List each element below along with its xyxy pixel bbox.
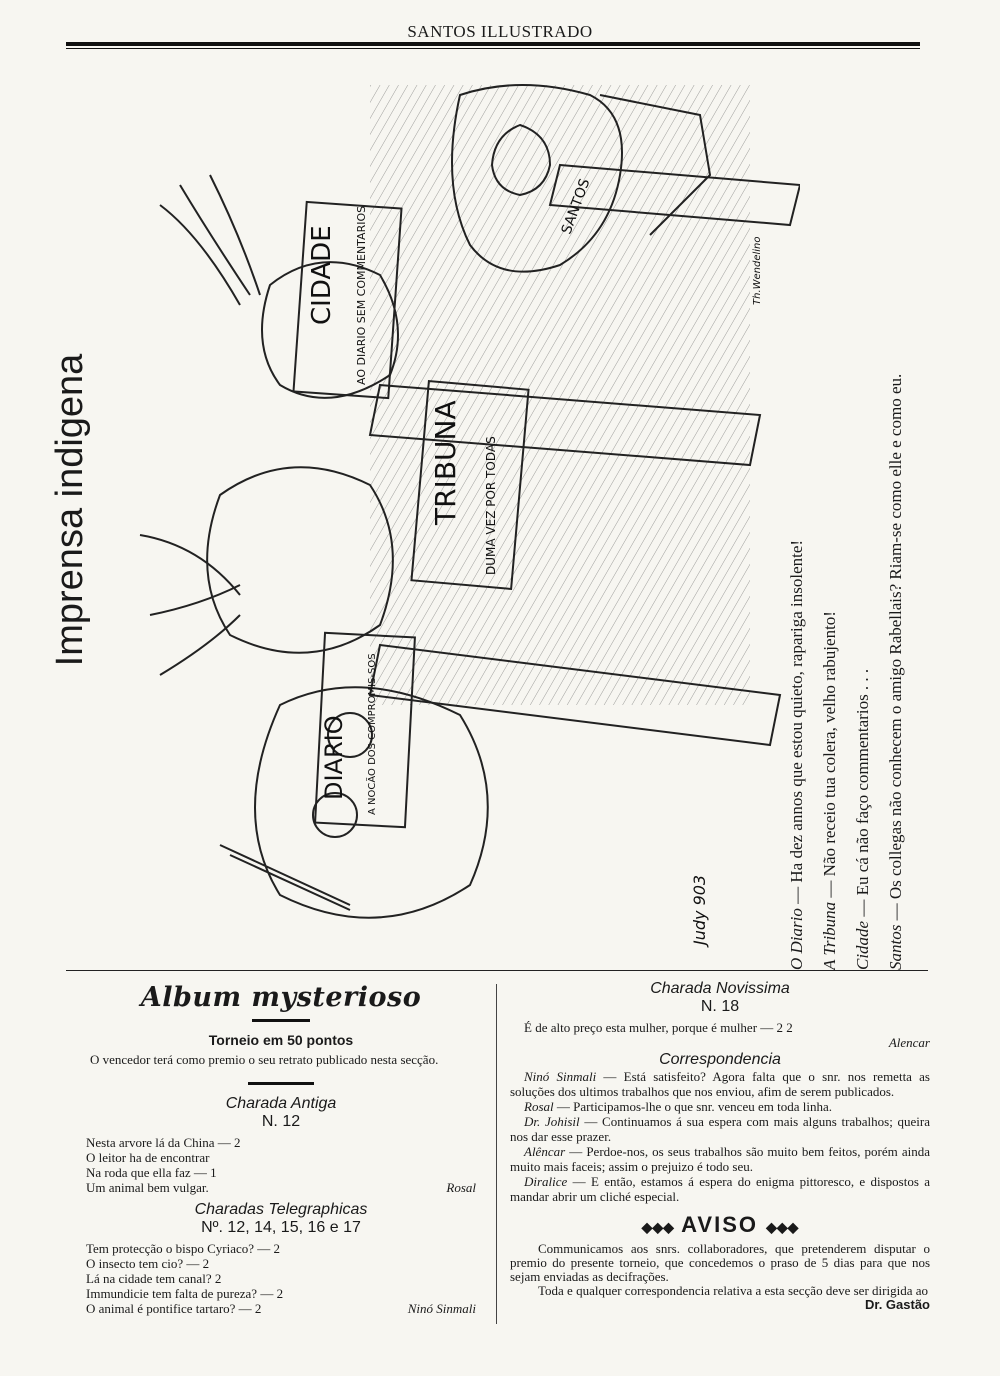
aviso-heading: ◆◆◆ AVISO ◆◆◆ — [641, 1212, 799, 1237]
novissima-text: É de alto preço esta mulher, porque é mu… — [524, 1020, 793, 1035]
placard-diario-subtitle: A NOCÃO DOS COMPROMIS-SOS — [365, 653, 378, 815]
telegraphicas-number: Nº. 12, 14, 15, 16 e 17 — [201, 1219, 361, 1236]
telegraphicas-title: Charadas Telegraphicas — [194, 1201, 368, 1218]
album-intro: O vencedor terá como premio o seu retrat… — [90, 1052, 439, 1067]
cartoon-illustration: CIDADE AO DIARIO SEM COMMENTARIOS TRIBUN… — [139, 84, 800, 948]
charada-antiga-number: N. 12 — [261, 1113, 301, 1130]
verse-line: O leitor ha de encontrar — [86, 1150, 210, 1165]
figure-santos — [451, 84, 623, 273]
verse-line: Tem protecção o bispo Cyriaco? — 2 — [86, 1241, 281, 1256]
verse-line: Nesta arvore lá da China — 2 — [86, 1135, 241, 1150]
correspondencia-entry: Ninó Sinmali — Está satisfeito? Agora fa… — [510, 1069, 930, 1099]
caption-tribuna: A Tribuna — Não receio tua colera, velho… — [820, 611, 839, 970]
placard-cidade-name: CIDADE — [307, 225, 337, 325]
correspondencia-list: Ninó Sinmali — Está satisfeito? Agora fa… — [510, 1069, 930, 1204]
aviso-notice: Communicamos aos snrs. collaboradores, q… — [510, 1241, 930, 1312]
correspondencia-entry: Rosal — Participamos-lhe o que snr. venc… — [524, 1099, 832, 1114]
charada-antiga-verse: Nesta arvore lá da China — 2 O leitor ha… — [86, 1135, 476, 1195]
charada-antiga-author: Rosal — [446, 1180, 476, 1195]
left-column: Album mysterioso Torneio em 50 pontos O … — [86, 980, 476, 1316]
novissima-author: Alencar — [888, 1035, 930, 1050]
torneio-subtitle: Torneio em 50 pontos — [208, 1032, 354, 1048]
title-rule — [252, 1019, 310, 1022]
verse-line: O insecto tem cio? — 2 — [86, 1256, 210, 1271]
caption-santos: Santos — Os collegas não conhecem o amig… — [886, 373, 905, 970]
verse-line: Immundicie tem falta de pureza? — 2 — [86, 1286, 284, 1301]
correspondencia-title: Correspondencia — [659, 1051, 781, 1068]
novissima-title: Charada Novissima — [650, 980, 790, 997]
correspondencia-entry: Alêncar — Perdoe-nos, os seus trabalhos … — [510, 1144, 930, 1174]
column-divider — [496, 984, 497, 1324]
publication-title: SANTOS ILLUSTRADO — [407, 22, 593, 41]
right-column: Charada Novissima N. 18 É de alto preço … — [510, 980, 930, 1312]
ornament-icon: ◆◆◆ — [641, 1219, 674, 1235]
placard-diario-name: DIARIO — [320, 715, 348, 800]
verse-line: Na roda que ella faz — 1 — [86, 1165, 217, 1180]
correspondencia-entry: Dr. Johisil — Continuamos á sua espera c… — [510, 1114, 930, 1144]
charada-antiga-title: Charada Antiga — [225, 1095, 337, 1112]
correspondencia-entry: Diralice — E então, estamos á espera do … — [510, 1174, 930, 1204]
cartoonist-signature: Judy 903 — [690, 875, 709, 948]
header-rule — [66, 42, 920, 46]
artist-signature: Th.Wendelino — [752, 236, 763, 305]
aviso-paragraph: Communicamos aos snrs. collaboradores, q… — [510, 1241, 930, 1284]
placard-cidade-subtitle: AO DIARIO SEM COMMENTARIOS — [355, 206, 368, 385]
caption-diario: O Diario — Ha dez annos que estou quieto… — [787, 539, 806, 970]
figure-diario — [254, 686, 489, 919]
caption-cidade: Cidade — Eu cá não faço commentarios . .… — [853, 668, 872, 970]
figure-tribuna — [206, 466, 394, 654]
cartoon-headline: Imprensa indigena — [49, 353, 91, 667]
cartoon-captions: O Diario — Ha dez annos que estou quieto… — [780, 140, 960, 970]
ornament-icon: ◆◆◆ — [766, 1219, 799, 1235]
telegraphicas-author: Ninó Sinmali — [407, 1301, 476, 1316]
placard-tribuna-name: TRIBUNA — [429, 400, 462, 526]
novissima-number: N. 18 — [700, 998, 740, 1015]
album-title: Album mysterioso — [140, 982, 422, 1013]
header-rule-thin — [66, 48, 920, 49]
aviso-signature: Dr. Gastão — [864, 1297, 930, 1312]
divider-rule — [248, 1082, 314, 1085]
aviso-paragraph-last: Toda e qualquer correspondencia relativa… — [538, 1283, 930, 1312]
placard-tribuna-subtitle: DUMA VEZ POR TODAS — [484, 436, 498, 575]
telegraphicas-verse: Tem protecção o bispo Cyriaco? — 2 O ins… — [86, 1241, 476, 1316]
verse-line: Lá na cidade tem canal? 2 — [86, 1271, 222, 1286]
section-rule — [66, 970, 928, 971]
verse-line-last: Um animal bem vulgar.Rosal — [86, 1180, 476, 1195]
